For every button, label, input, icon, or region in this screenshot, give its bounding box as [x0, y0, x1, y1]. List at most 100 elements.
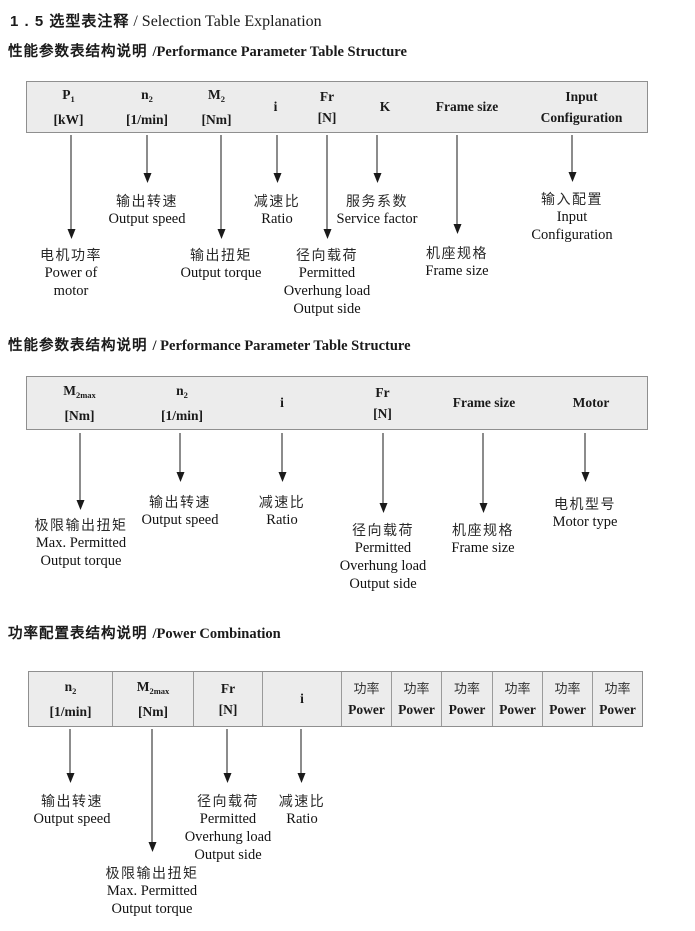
arrow-head: [453, 224, 461, 234]
col-header-k: K: [379, 99, 391, 114]
callout-overhung-load: 径向载荷 Permitted Overhung load Output side: [283, 247, 371, 317]
down-arrow-icon: [223, 729, 232, 783]
col-header-input-configuration: Input Configuration: [540, 88, 623, 125]
section1-heading-en: /Performance Parameter Table Structure: [152, 44, 407, 60]
callout-output-torque: 输出扭矩 Output torque: [180, 247, 262, 281]
section2-heading-en: / Performance Parameter Table Structure: [152, 338, 411, 354]
arrow-head: [143, 173, 151, 183]
col-header-power-1: 功率 Power: [342, 672, 392, 726]
down-arrow-icon: [479, 433, 488, 513]
col-header-i: i: [273, 99, 278, 114]
arrow-shaft: [70, 135, 72, 229]
down-arrow-icon: [143, 135, 152, 183]
callout-frame-size: 机座规格 Frame size: [425, 245, 489, 279]
col-header-m2max: M2max [Nm]: [63, 382, 96, 423]
section3-heading-cn: 功率配置表结构说明: [8, 626, 153, 642]
down-arrow-icon: [176, 433, 185, 482]
page-title-cn: 1 . 5 选型表注释: [10, 13, 130, 30]
section3-heading-en: /Power Combination: [152, 626, 281, 642]
section3-header-table: n2 [1/min] M2max [Nm] Fr [N] i 功率 Power …: [28, 671, 643, 727]
arrow-shaft: [226, 729, 228, 773]
col-header-m2: M2 [Nm]: [201, 86, 232, 127]
section2-heading: 性能参数表结构说明 / Performance Parameter Table …: [8, 334, 411, 355]
arrow-shaft: [146, 135, 148, 173]
section1-heading: 性能参数表结构说明 /Performance Parameter Table S…: [8, 40, 407, 61]
arrow-shaft: [281, 433, 283, 472]
arrow-shaft: [482, 433, 484, 503]
arrow-shaft: [584, 433, 586, 472]
col-header-m2max: M2max [Nm]: [113, 672, 194, 726]
callout-frame-size: 机座规格 Frame size: [451, 522, 515, 556]
arrow-shaft: [571, 135, 573, 172]
down-arrow-icon: [568, 135, 577, 182]
arrow-shaft: [79, 433, 81, 500]
down-arrow-icon: [76, 433, 85, 510]
col-header-motor: Motor: [572, 395, 610, 410]
arrow-head: [278, 472, 286, 482]
arrow-shaft: [179, 433, 181, 472]
down-arrow-icon: [278, 433, 287, 482]
callout-ratio: 减速比 Ratio: [278, 793, 326, 827]
arrow-head: [568, 172, 576, 182]
arrow-head: [76, 500, 84, 510]
callout-output-speed: 输出转速 Output speed: [141, 494, 219, 528]
arrow-head: [323, 229, 331, 239]
down-arrow-icon: [66, 729, 75, 783]
col-header-n2: n2 [1/min]: [161, 382, 203, 423]
section3-heading: 功率配置表结构说明 /Power Combination: [8, 622, 281, 643]
col-header-n2: n2 [1/min]: [29, 672, 113, 726]
col-header-power-5: 功率 Power: [543, 672, 593, 726]
arrow-shaft: [456, 135, 458, 224]
col-header-power-4: 功率 Power: [493, 672, 543, 726]
arrow-shaft: [220, 135, 222, 229]
col-header-p1: P1 [kW]: [53, 86, 84, 127]
col-header-fr: Fr [N]: [373, 384, 392, 421]
section2-header-table: M2max [Nm] n2 [1/min] i Fr [N] Frame siz…: [26, 376, 648, 430]
down-arrow-icon: [581, 433, 590, 482]
col-header-frame-size: Frame size: [435, 99, 499, 114]
arrow-head: [67, 229, 75, 239]
down-arrow-icon: [217, 135, 226, 239]
col-header-frame-size: Frame size: [452, 395, 516, 410]
arrow-shaft: [382, 433, 384, 503]
page-title: 1 . 5 选型表注释/ Selection Table Explanation: [10, 10, 322, 31]
arrow-head: [176, 472, 184, 482]
page-title-en: / Selection Table Explanation: [133, 13, 322, 30]
down-arrow-icon: [297, 729, 306, 783]
arrow-head: [479, 503, 487, 513]
callout-overhung-load: 径向载荷 Permitted Overhung load Output side: [339, 522, 427, 592]
callout-overhung-load: 径向载荷 Permitted Overhung load Output side: [184, 793, 272, 863]
callout-service-factor: 服务系数 Service factor: [336, 193, 418, 227]
arrow-head: [217, 229, 225, 239]
arrow-head: [273, 173, 281, 183]
arrow-shaft: [276, 135, 278, 173]
down-arrow-icon: [379, 433, 388, 513]
col-header-n2: n2 [1/min]: [126, 86, 168, 127]
callout-output-speed: 输出转速 Output speed: [108, 193, 186, 227]
section1-header-table: P1 [kW] n2 [1/min] M2 [Nm] i Fr [N] K Fr…: [26, 81, 648, 133]
col-header-fr: Fr [N]: [317, 88, 337, 125]
arrow-head: [148, 842, 156, 852]
arrow-shaft: [69, 729, 71, 773]
callout-ratio: 减速比 Ratio: [258, 494, 306, 528]
callout-ratio: 减速比 Ratio: [253, 193, 301, 227]
col-header-power-3: 功率 Power: [442, 672, 493, 726]
section2-heading-cn: 性能参数表结构说明: [8, 338, 153, 354]
down-arrow-icon: [323, 135, 332, 239]
arrow-head: [581, 472, 589, 482]
callout-power-of-motor: 电机功率 Power of motor: [40, 247, 102, 299]
callout-output-speed: 输出转速 Output speed: [33, 793, 111, 827]
arrow-shaft: [326, 135, 328, 229]
arrow-shaft: [376, 135, 378, 173]
arrow-shaft: [151, 729, 153, 842]
down-arrow-icon: [373, 135, 382, 183]
section1-heading-cn: 性能参数表结构说明: [8, 44, 153, 60]
down-arrow-icon: [273, 135, 282, 183]
arrow-head: [66, 773, 74, 783]
col-header-i: i: [263, 672, 342, 726]
arrow-shaft: [300, 729, 302, 773]
col-header-fr: Fr [N]: [194, 672, 263, 726]
down-arrow-icon: [148, 729, 157, 852]
arrow-head: [223, 773, 231, 783]
